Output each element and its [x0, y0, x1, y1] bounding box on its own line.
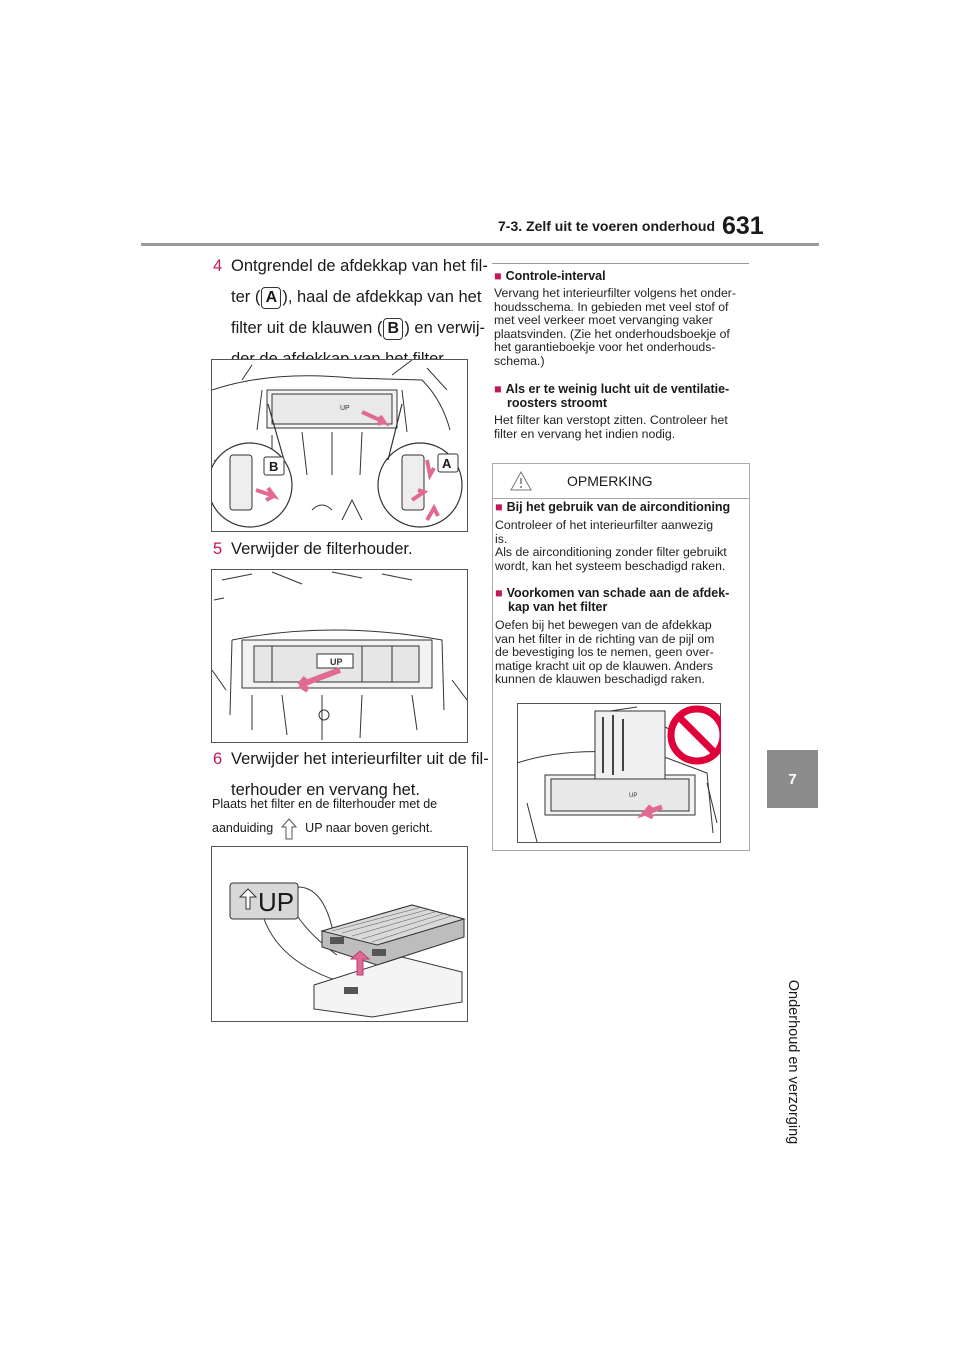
- note-line-1: Plaats het filter en de filterhouder met…: [212, 797, 438, 811]
- cover-damage-section: ■Voorkomen van schade aan de afdek- kap …: [495, 586, 747, 687]
- arrow-icon: [361, 410, 390, 427]
- step-number: 4: [213, 257, 223, 275]
- step-4: 4 Ontgrendel de afdekkap van het fil- te…: [213, 251, 488, 375]
- step-4-line-3: filter uit de klauwen (B) en verwij-: [213, 313, 485, 344]
- label-b: B: [383, 317, 404, 340]
- arrow-icon: [637, 804, 663, 820]
- aircon-section: ■Bij het gebruik van de airconditioning …: [495, 500, 747, 573]
- low-airflow-heading: ■Als er te weinig lucht uit de ventilati…: [494, 382, 730, 410]
- aircon-heading: ■Bij het gebruik van de airconditioning: [495, 500, 731, 514]
- low-airflow-section: ■Als er te weinig lucht uit de ventilati…: [494, 382, 754, 441]
- step-5-text: Verwijder de filterhouder.: [231, 540, 413, 558]
- step-4-line-2: ter (A), haal de afdekkap van het: [213, 282, 481, 313]
- check-interval-body: Vervang het interieurfilter volgens het …: [494, 286, 736, 368]
- section-title: 7-3. Zelf uit te voeren onderhoud: [498, 218, 716, 234]
- page-number: 631: [722, 212, 764, 240]
- excessive-force-illustration: UP: [517, 703, 721, 843]
- step-number: 6: [213, 750, 223, 768]
- svg-text:UP: UP: [629, 793, 637, 799]
- step-6-line-2: terhouder en vervang het.: [231, 781, 420, 799]
- warning-icon: [510, 470, 532, 491]
- notice-header: OPMERKING: [493, 464, 749, 499]
- up-mark: UP: [330, 657, 343, 667]
- check-interval-section: ■Controle-interval Vervang het interieur…: [494, 269, 754, 369]
- step-4-line-1: Ontgrendel de afdekkap van het fil-: [231, 257, 488, 275]
- chapter-title: Onderhoud en verzorging: [785, 979, 801, 1145]
- chapter-tab[interactable]: 7: [767, 750, 818, 808]
- aircon-body: Controleer of het interieurfilter aanwez…: [495, 518, 727, 573]
- orientation-note: Plaats het filter en de filterhouder met…: [212, 792, 474, 840]
- step-number: 5: [213, 540, 223, 558]
- notice-box: OPMERKING ■Bij het gebruik van de aircon…: [492, 463, 750, 851]
- cover-damage-heading: ■Voorkomen van schade aan de afdek- kap …: [495, 586, 730, 614]
- step-6-line-1: Verwijder het interieurfilter uit de fil…: [231, 750, 489, 768]
- cover-removal-illustration: UP B A: [211, 359, 468, 532]
- pull-arrow-icon: [297, 667, 342, 693]
- step-6: 6 Verwijder het interieurfilter uit de f…: [213, 744, 489, 806]
- filter-holder-illustration: UP: [211, 569, 468, 743]
- label-a: A: [261, 286, 282, 309]
- check-interval-heading: ■Controle-interval: [494, 269, 606, 283]
- up-mark: UP: [340, 405, 350, 412]
- low-airflow-body: Het filter kan verstopt zitten. Controle…: [494, 413, 728, 441]
- figure-label-b: B: [269, 459, 278, 474]
- up-arrow-icon: [349, 950, 371, 976]
- step-5: 5 Verwijder de filterhouder.: [213, 534, 475, 565]
- filter-orientation-illustration: UP: [211, 846, 468, 1022]
- section-rule: [492, 263, 749, 264]
- figure-label-a: A: [442, 456, 452, 471]
- up-mark-large: UP: [258, 887, 294, 917]
- notice-title: OPMERKING: [567, 473, 653, 489]
- header-rule: [141, 243, 819, 246]
- up-arrow-icon: [281, 817, 298, 840]
- cover-damage-body: Oefen bij het bewegen van de afdekkap va…: [495, 618, 715, 687]
